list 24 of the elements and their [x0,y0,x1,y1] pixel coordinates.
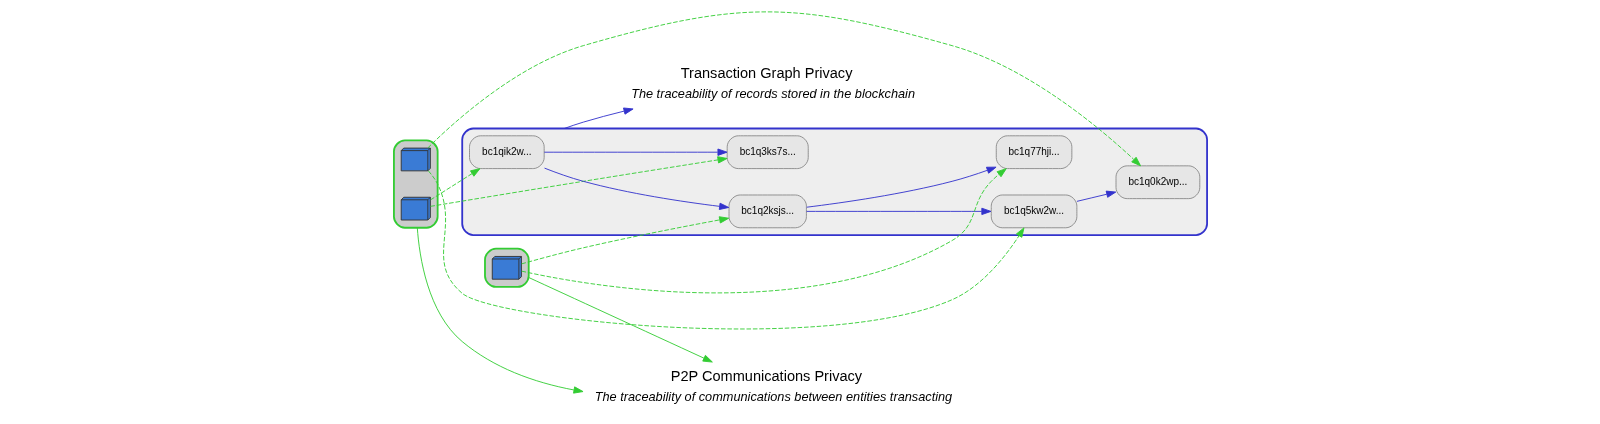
arrow [563,107,634,129]
arrow [543,167,729,210]
arrow [805,166,997,208]
node-box: bc1q2ksjs... [728,194,807,229]
arrow [543,148,727,156]
node-box: bc1q0k2wp... [1115,165,1200,200]
arrow [527,277,713,363]
cluster [483,247,530,288]
arrow [1076,190,1116,202]
node-box: bc1q77hji... [995,135,1072,170]
arrow [520,216,729,265]
arrow [429,156,728,207]
arrow [426,11,1141,167]
node-text: P2P Communications Privacy The traceability of communications between entities transacting [594,368,952,404]
arrow [416,227,583,394]
arrow [429,168,480,201]
arrow [520,168,1007,294]
node-box: bc1qik2w... [468,135,545,170]
node-box: bc1q3ks7s... [726,135,809,170]
node-box: bc1q5kw2w... [990,194,1077,229]
arrow [805,207,991,215]
node-text: Transaction Graph Privacy The traceability of records stored in the blockchain [630,65,915,101]
arrow [427,170,1024,330]
cluster [392,139,439,229]
